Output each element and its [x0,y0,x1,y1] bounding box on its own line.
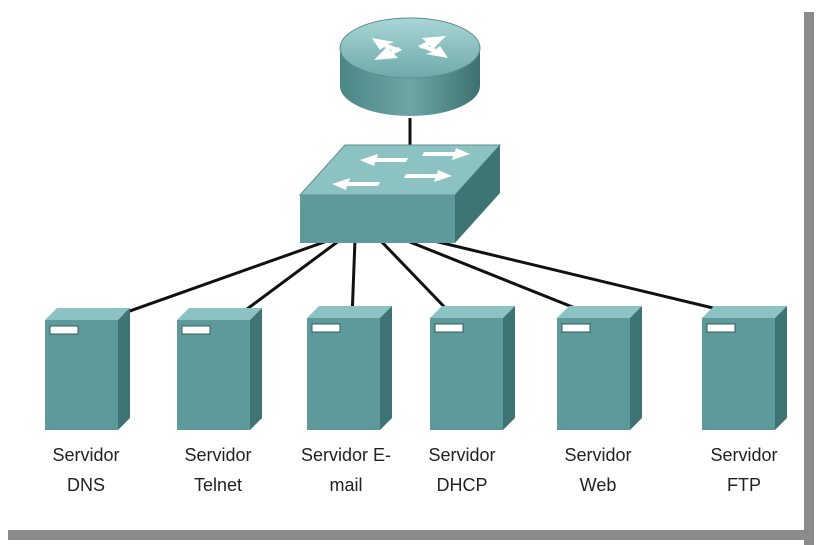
server-icon-dns [45,308,130,430]
router-arrows [372,36,448,60]
server-label-line1: Servidor [52,445,120,465]
frame-shadow-right [804,12,814,545]
servers [45,306,787,430]
server-label-line2: DNS [66,475,105,495]
server-icon-ftp [702,306,787,430]
switch-arrows [332,148,470,190]
server-icon-telnet [177,308,262,430]
cables [109,118,739,320]
server-label-line1: Servidor E- [300,445,392,465]
cable-switch-ftp [429,238,739,316]
router-icon [339,17,481,116]
switch-icon [298,144,502,243]
server-label-line2: DHCP [436,475,488,495]
cable-switch-web [404,238,601,320]
server-label-line1: Servidor [564,445,632,465]
server-label-ftp: Servidor FTP [684,440,804,500]
server-label-telnet: Servidor Telnet [158,440,278,500]
server-label-line2: mail [329,475,363,495]
server-label-line2: Web [579,475,617,495]
server-label-dns: Servidor DNS [26,440,146,500]
server-icon-web [557,306,642,430]
server-label-line2: Telnet [193,475,243,495]
frame-shadow-bottom [8,530,814,540]
server-icon-email [307,306,392,430]
server-label-line2: FTP [727,475,761,495]
server-label-line1: Servidor [184,445,252,465]
server-label-line1: Servidor [710,445,778,465]
cable-switch-telnet [234,238,341,320]
server-label-dhcp: Servidor DHCP [402,440,522,500]
server-label-web: Servidor Web [538,440,658,500]
cable-switch-dns [109,238,331,320]
server-label-email: Servidor E- mail [286,440,406,500]
cable-switch-email [350,239,357,319]
cable-switch-dhcp [378,238,457,320]
server-icon-dhcp [430,306,515,430]
server-label-line1: Servidor [428,445,496,465]
